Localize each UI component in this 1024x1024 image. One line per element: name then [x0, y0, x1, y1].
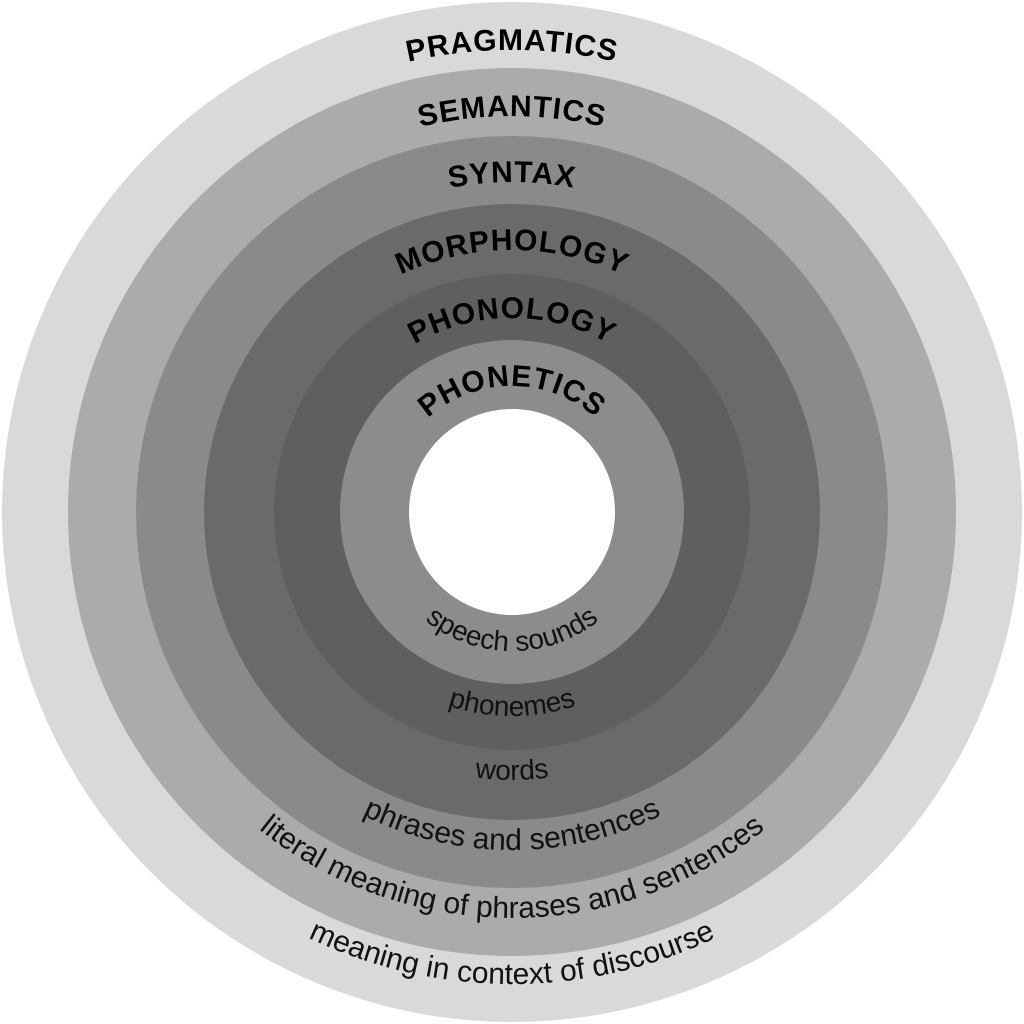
layer-description-morphology: words	[473, 753, 550, 786]
layer-title-syntax: SYNTAX	[446, 156, 579, 195]
center-hole	[409, 409, 615, 615]
